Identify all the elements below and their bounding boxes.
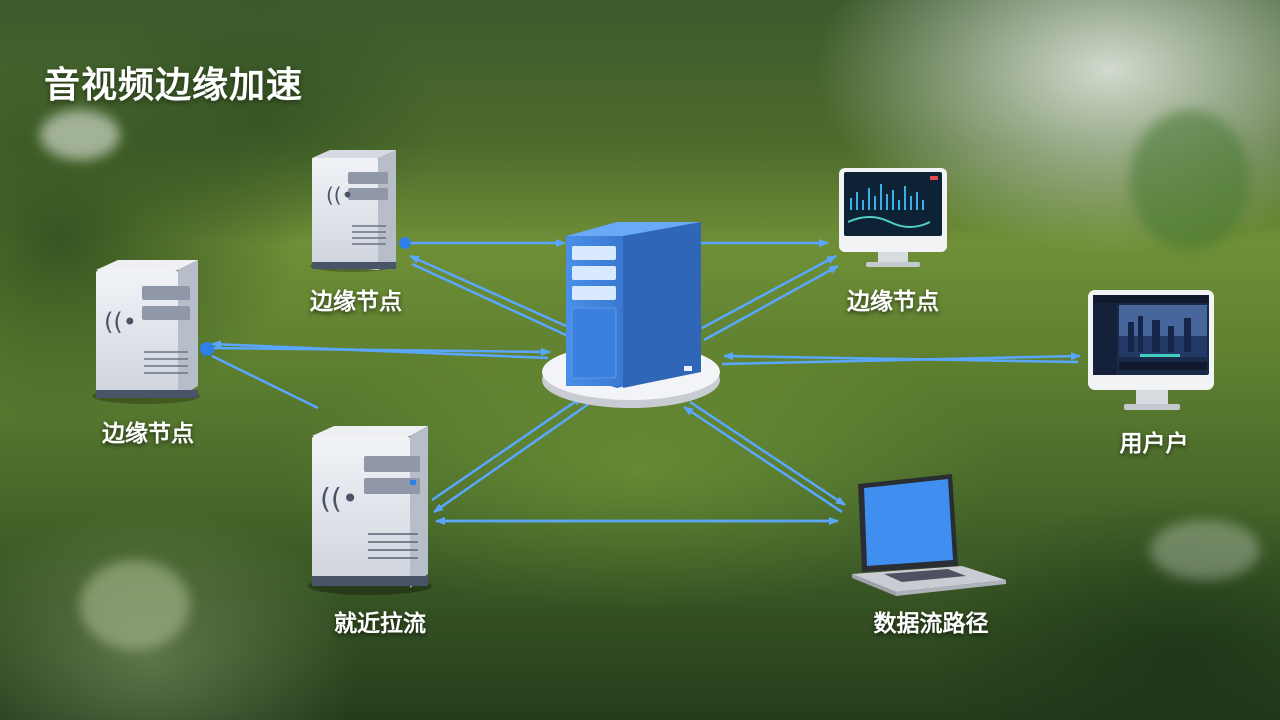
flow-lines [209,239,1081,525]
bokeh-light [40,110,120,160]
edge-node-monitor-label: 边缘节点 [847,289,939,315]
flow-endpoint-dot [200,342,214,356]
bokeh-light [1130,110,1250,250]
bokeh-light [80,560,190,650]
data-flow-path-label: 数据流路径 [873,611,989,637]
svg-text:((•: ((• [320,482,358,515]
central-server-icon [542,222,720,408]
page-title: 音视频边缘加速 [44,65,304,106]
edge-server-icon: ((• [308,426,432,595]
flow-line-bottom-node [431,395,583,502]
flow-line-top-node-return [409,254,567,328]
laptop-icon [852,474,1006,596]
flow-endpoint-dot [399,237,411,249]
svg-text:((•: ((• [104,308,137,336]
svg-text:((•: ((• [326,183,353,207]
flow-line-monitor-2 [701,254,837,330]
flow-line-left-to-bottom [211,354,319,410]
flow-line-left-node-return [211,340,549,360]
flow-line-laptop-return [683,405,843,514]
user-monitor-icon [1088,290,1214,410]
nearby-pull-label: 就近拉流 [334,611,426,637]
monitor-icon [839,168,947,267]
edge-server-icon: ((• [310,150,396,272]
flow-line-laptop [689,400,846,507]
flow-line-bottom-node-return [433,401,591,514]
bokeh-light [1150,520,1260,580]
edge-server-icon: ((• [92,260,200,404]
flow-line-top-node-2 [411,262,569,338]
user-label: 用户户 [1119,431,1189,457]
flow-line-monitor-3 [703,264,839,342]
flow-line-user-return [723,352,1079,364]
edge-node-top-label: 边缘节点 [310,289,402,315]
edge-node-left-label: 边缘节点 [102,421,194,447]
